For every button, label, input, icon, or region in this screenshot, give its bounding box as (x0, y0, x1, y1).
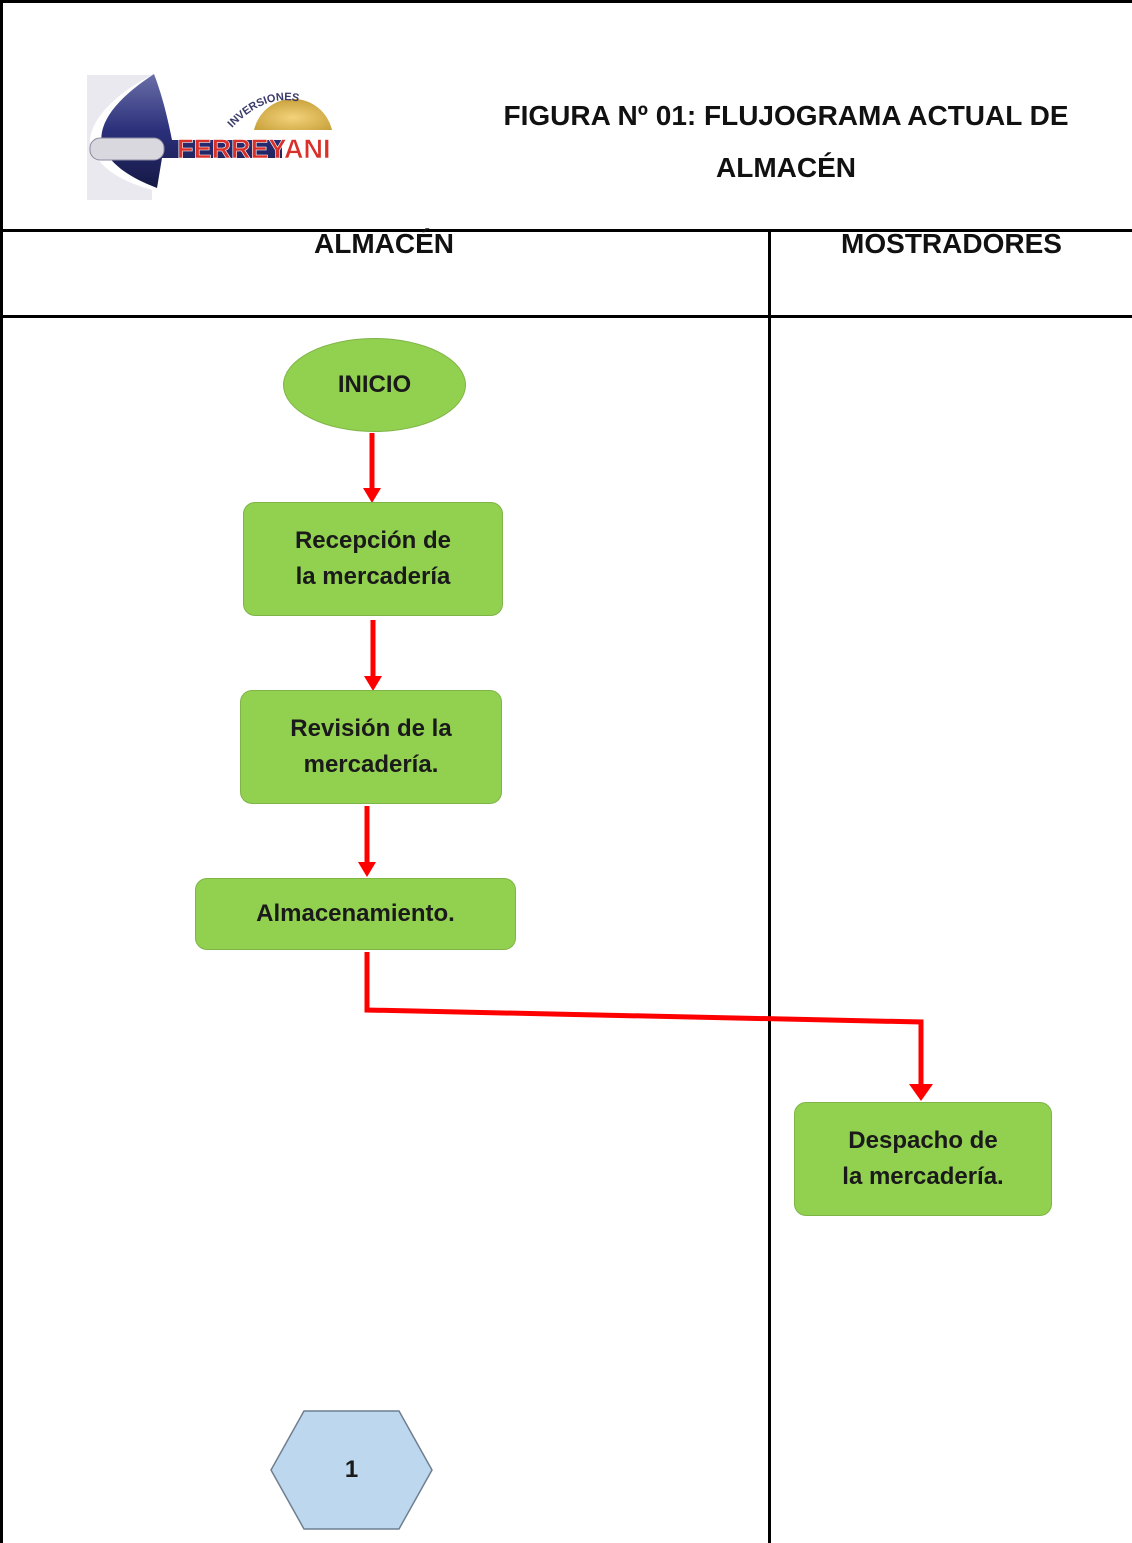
arrowhead-4 (909, 1084, 933, 1101)
title-line-2: ALMACÉN (716, 152, 856, 183)
revision-label-1: Revisión de la (290, 715, 452, 742)
storage-label: Almacenamiento. (256, 900, 455, 927)
lane-header-divider (0, 315, 1132, 318)
arrowhead-1 (363, 488, 381, 503)
arrow-storage-to-dispatch (364, 952, 924, 1086)
page-title: FIGURA Nº 01: FLUJOGRAMA ACTUAL DE ALMAC… (440, 90, 1132, 194)
offpage-connector: 1 (270, 1410, 433, 1530)
lane-separator (768, 229, 771, 1543)
frame-top (0, 0, 1132, 3)
reception-label-2: la mercadería (295, 563, 451, 590)
lane-header-mostradores: MOSTRADORES (841, 228, 1062, 259)
dispatch-label-1: Despacho de (848, 1127, 998, 1154)
hexagon-shape (270, 1410, 433, 1530)
reception-process: Recepción de la mercadería (243, 502, 503, 616)
ferreyani-logo: INVERSIONES FERREYANI (82, 70, 402, 200)
dispatch-label-2: la mercadería. (842, 1163, 1004, 1190)
start-node: INICIO (283, 338, 466, 432)
storage-process: Almacenamiento. (195, 878, 516, 950)
header-divider (0, 229, 1132, 232)
arrowhead-3 (358, 862, 376, 877)
title-line-1: FIGURA Nº 01: FLUJOGRAMA ACTUAL DE (503, 100, 1069, 131)
frame-left (0, 0, 3, 1543)
revision-process: Revisión de la mercadería. (240, 690, 502, 804)
logo-brand-text: FERREYANI (177, 134, 331, 164)
start-label: INICIO (337, 371, 412, 398)
connector-label: 1 (344, 1456, 359, 1483)
lane-header-almacen: ALMACÉN (314, 228, 454, 259)
reception-label-1: Recepción de (294, 527, 452, 554)
revision-label-2: mercadería. (303, 751, 439, 778)
dispatch-process: Despacho de la mercadería. (794, 1102, 1052, 1216)
arrowhead-2 (364, 676, 382, 691)
